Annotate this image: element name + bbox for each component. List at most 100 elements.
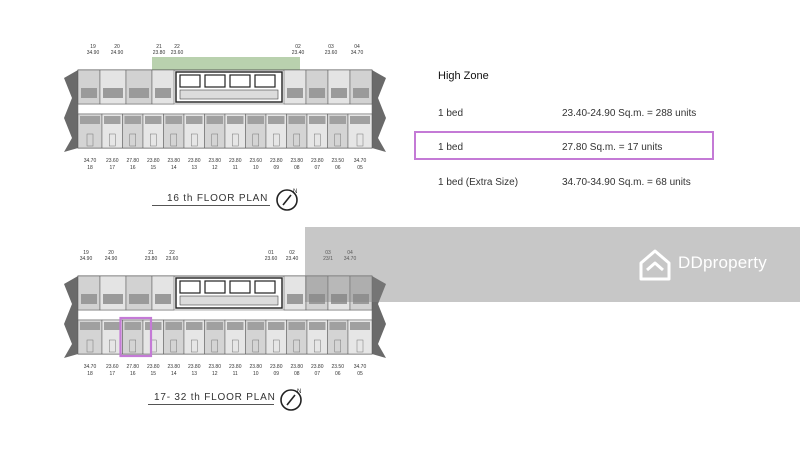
unit-size-label: 23.80 (188, 158, 201, 164)
unit-number-label: 22 (169, 250, 175, 256)
unit-bed (356, 339, 364, 353)
unit-bath (129, 88, 149, 98)
unit-type-name: 1 bed (438, 142, 464, 153)
lobby (179, 89, 279, 100)
unit-size-label: 23.50 (331, 158, 344, 164)
unit-size-label: 23.60 (166, 256, 179, 262)
unit-number-label: 07 (314, 371, 320, 377)
left-wing (64, 70, 78, 152)
unit-bed (109, 339, 116, 353)
unit-size-label: 23.80 (270, 364, 283, 370)
unit-bath (309, 88, 325, 98)
unit-type-value: 34.70-34.90 Sq.m. = 68 units (562, 177, 691, 188)
unit-bath (124, 322, 141, 330)
unit-type-value: 27.80 Sq.m. = 17 units (562, 142, 663, 153)
elevator (254, 74, 276, 88)
unit-bed (293, 339, 300, 353)
roof-terrace (152, 57, 300, 71)
unit-size-label: 23.60 (106, 364, 119, 370)
unit-bath (104, 322, 121, 330)
unit-bed (232, 339, 239, 353)
unit-number-label: 17 (109, 371, 115, 377)
unit-number-label: 11 (233, 371, 238, 377)
unit-size-label: 23.50 (331, 364, 344, 370)
unit-bath (329, 322, 346, 330)
unit-number-label: 04 (347, 250, 353, 256)
unit-bath (247, 322, 264, 330)
unit-bath (186, 322, 203, 330)
unit-cell (305, 69, 329, 105)
unit-cell (283, 275, 307, 311)
unit-number-label: 18 (87, 165, 93, 171)
unit-size-label: 23.60 (171, 50, 184, 56)
unit-bath (206, 322, 223, 330)
unit-size-label: 23.80 (167, 364, 180, 370)
unit-size-label: 23.80 (311, 364, 324, 370)
floor-plan-17-32-caption: 17- 32 th FLOOR PLAN (154, 392, 276, 403)
unit-number-label: 18 (87, 371, 93, 377)
unit-number-label: 20 (114, 44, 120, 50)
unit-bath (80, 322, 100, 330)
unit-cell (99, 69, 127, 105)
floor-plan-16-caption: 16 th FLOOR PLAN (167, 193, 269, 204)
unit-bed (211, 133, 218, 147)
unit-bed (129, 339, 136, 353)
unit-size-label: 23.80 (145, 256, 158, 262)
unit-number-label: 03 (325, 250, 331, 256)
unit-type-name: 1 bed (Extra Size) (438, 177, 519, 188)
unit-number-label: 19 (90, 44, 96, 50)
watermark-band: DDproperty (305, 227, 800, 302)
unit-number-label: 17 (109, 165, 115, 171)
unit-size-label: 23.80 (208, 158, 221, 164)
elevator (179, 280, 201, 294)
unit-size-label: 23.80 (311, 158, 324, 164)
unit-bath (309, 322, 326, 330)
unit-size-label: 34.70 (344, 256, 357, 262)
unit-size-label: 23.60 (106, 158, 119, 164)
unit-bath (206, 116, 223, 124)
elevator (254, 280, 276, 294)
unit-size-label: 23/1 (323, 256, 333, 262)
unit-bath (247, 116, 264, 124)
lobby (179, 295, 279, 306)
left-wing (64, 276, 78, 358)
unit-bath (350, 322, 370, 330)
unit-size-label: 23.80 (270, 158, 283, 164)
unit-bed (129, 133, 136, 147)
unit-number-label: 03 (328, 44, 334, 50)
unit-number-label: 10 (253, 371, 259, 377)
unit-size-label: 23.40 (286, 256, 299, 262)
unit-bed (252, 339, 259, 353)
north-label: N (293, 189, 297, 195)
unit-size-label: 23.80 (208, 364, 221, 370)
unit-bath (350, 116, 370, 124)
unit-number-label: 06 (335, 165, 341, 171)
floor-plan-16-drawing: 1934.902024.902123.802223.600223.400323.… (64, 44, 386, 171)
unit-number-label: 20 (108, 250, 114, 256)
unit-size-label: 34.70 (354, 158, 367, 164)
unit-bath (227, 116, 244, 124)
unit-bed (334, 339, 341, 353)
unit-size-label: 23.80 (153, 50, 166, 56)
unit-cell (283, 69, 307, 105)
unit-bath (353, 294, 369, 304)
unit-bed (86, 133, 94, 147)
unit-bed (314, 339, 321, 353)
unit-number-label: 02 (289, 250, 295, 256)
north-label: N (297, 389, 301, 395)
unit-number-label: 13 (191, 371, 197, 377)
unit-bath (155, 294, 171, 304)
unit-bed (334, 133, 341, 147)
unit-bed (170, 133, 177, 147)
unit-number-label: 08 (294, 165, 300, 171)
unit-bath (165, 116, 182, 124)
unit-bath (309, 294, 325, 304)
highlighted-unit-box (119, 316, 153, 358)
unit-bath (80, 116, 100, 124)
unit-cell (77, 69, 101, 105)
unit-bath (81, 88, 97, 98)
unit-bed (170, 339, 177, 353)
unit-number-label: 12 (212, 165, 218, 171)
